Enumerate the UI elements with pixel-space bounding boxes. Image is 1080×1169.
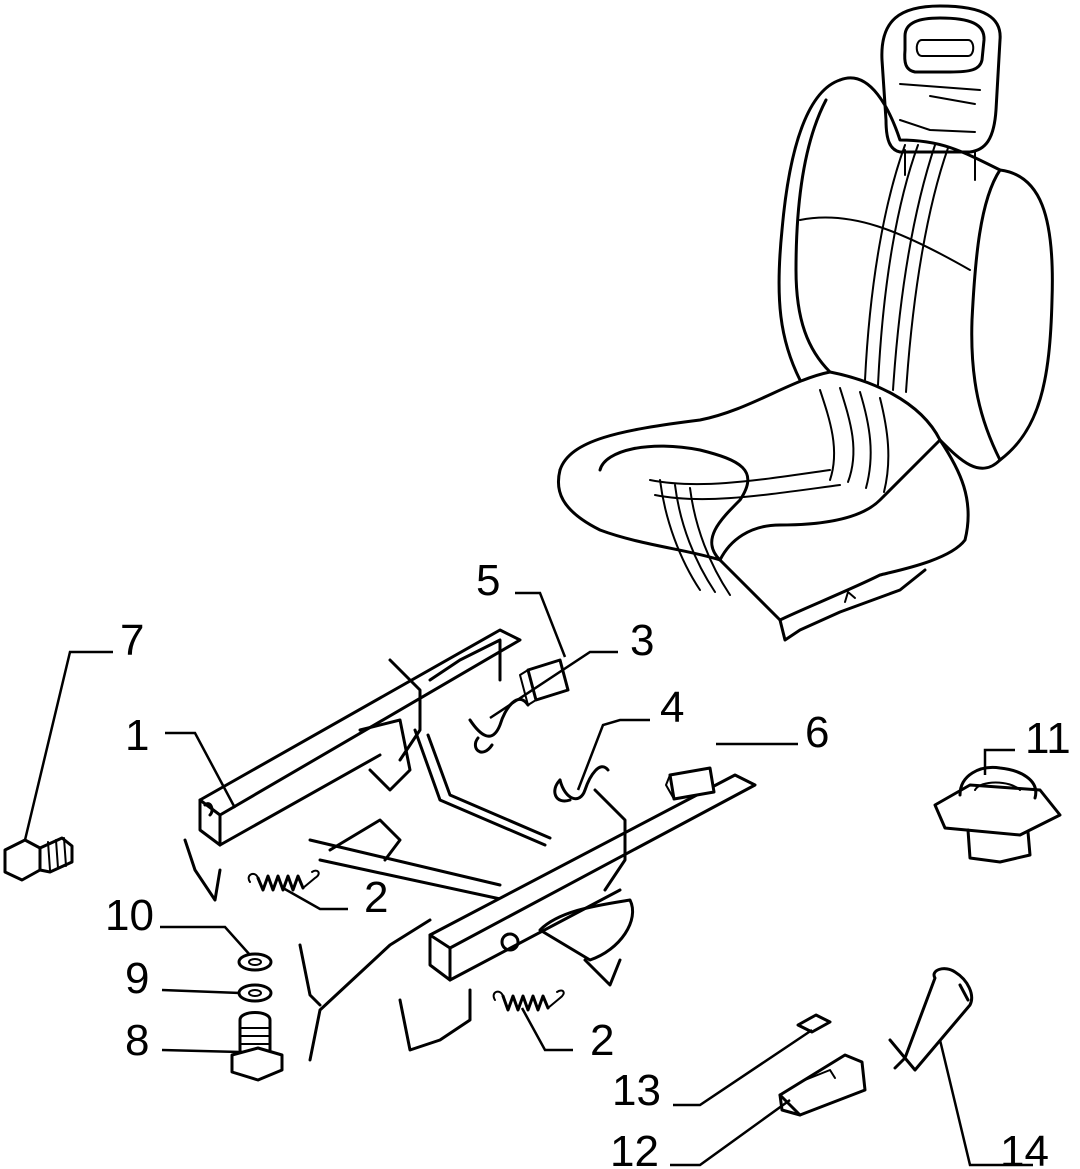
wire-spring-part-3 [468,697,530,754]
cover-part-12 [778,1053,867,1117]
callout-13: 13 [612,1066,661,1115]
bolt-part-7 [3,836,74,882]
callout-11: 11 [1025,714,1071,763]
callout-9: 9 [125,954,149,1003]
callout-2-upper: 2 [364,873,388,922]
callout-4: 4 [660,683,684,732]
seat-illustration [556,4,1054,642]
wire-spring-part-4 [553,765,610,803]
lever-part-14 [888,967,974,1072]
callout-1: 1 [125,711,149,760]
callout-5: 5 [476,556,500,605]
washer-part-10 [237,952,273,972]
bushing-part-11 [933,765,1062,864]
callout-3: 3 [630,616,654,665]
clip-part-6 [665,766,716,801]
cover-part-13 [796,1013,832,1034]
spring-part-illustration-lower [492,989,565,1012]
callout-14: 14 [1000,1127,1049,1169]
leader-lines [23,591,1033,1167]
callout-6: 6 [805,708,829,757]
spring-part-illustration [247,869,320,892]
callout-8: 8 [125,1016,149,1065]
callout-2-lower: 2 [590,1016,614,1065]
seat-frame-illustration [183,628,757,1062]
bolt-part-8 [230,1011,284,1082]
callout-10: 10 [105,891,154,940]
callout-7: 7 [120,616,144,665]
washer-part-9 [237,983,273,1003]
callout-12: 12 [610,1127,659,1169]
